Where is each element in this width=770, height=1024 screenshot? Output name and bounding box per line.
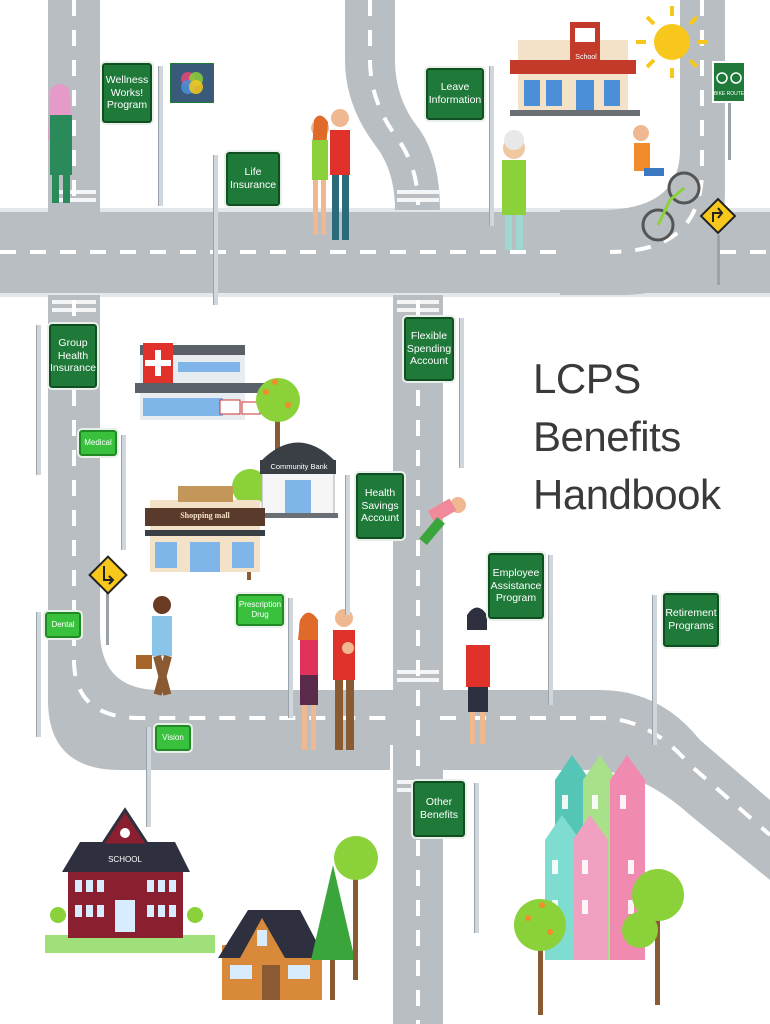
row-houses [545,755,645,960]
sign-leave-information[interactable]: Leave Information [424,66,486,122]
bike-route-label: BIKE ROUTE [713,91,745,97]
road-right-top [560,0,725,295]
title-line-2: Benefits [533,413,681,460]
person-walking-man [136,596,172,696]
sign-dental[interactable]: Dental [43,610,83,640]
sign-retirement-programs[interactable]: Retirement Programs [661,591,721,649]
road-center-top [345,0,440,210]
shopping-mall-building [145,486,265,572]
school-top-building [510,22,640,116]
person-cyclist [633,125,701,242]
sign-wellness-works[interactable]: Wellness Works! Program [100,61,154,125]
tree-round-bottom [334,836,378,980]
community-bank-building [258,442,338,518]
sun-icon [636,6,708,78]
school-top-label: School [575,54,597,61]
person-hijab-woman [48,84,72,203]
person-family [298,609,355,750]
title-line-1: LCPS [533,355,641,402]
yellow-turn-sign-right [699,197,737,285]
sign-other-benefits[interactable]: Other Benefits [411,779,467,839]
title-line-3: Handbook [533,471,721,518]
shopping-mall-label: Shopping mall [180,511,230,520]
sign-life-insurance[interactable]: Life Insurance [224,150,282,208]
community-bank-label: Community Bank [270,462,328,471]
person-couple-top [311,109,350,240]
sign-employee-assistance-program[interactable]: Employee Assistance Program [486,551,546,621]
person-girl-falling [419,497,466,546]
road-lower-right [440,690,770,880]
hospital-building [135,343,265,420]
tree-pine [311,865,355,1000]
tree-right-bottom [622,869,684,1005]
house-building [218,910,325,1000]
sign-prescription-drug[interactable]: Prescription Drug [234,592,286,628]
sign-medical[interactable]: Medical [77,428,119,458]
bike-route-sign [712,61,746,160]
person-woman-red [466,607,490,744]
school-bottom-building [45,807,215,953]
school-bottom-label: SCHOOL [108,855,142,864]
sign-health-savings-account[interactable]: Health Savings Account [354,471,406,541]
tree-orange-fruit [256,378,300,470]
sign-vision[interactable]: Vision [153,723,193,753]
yellow-turn-sign-left [88,555,128,645]
wellness-app-icon [169,62,215,104]
person-elderly-woman [502,130,526,250]
sign-flexible-spending-account[interactable]: Flexible Spending Account [402,315,456,383]
sign-group-health-insurance[interactable]: Group Health Insurance [47,322,99,390]
tree-orange-bottom [514,899,566,1015]
